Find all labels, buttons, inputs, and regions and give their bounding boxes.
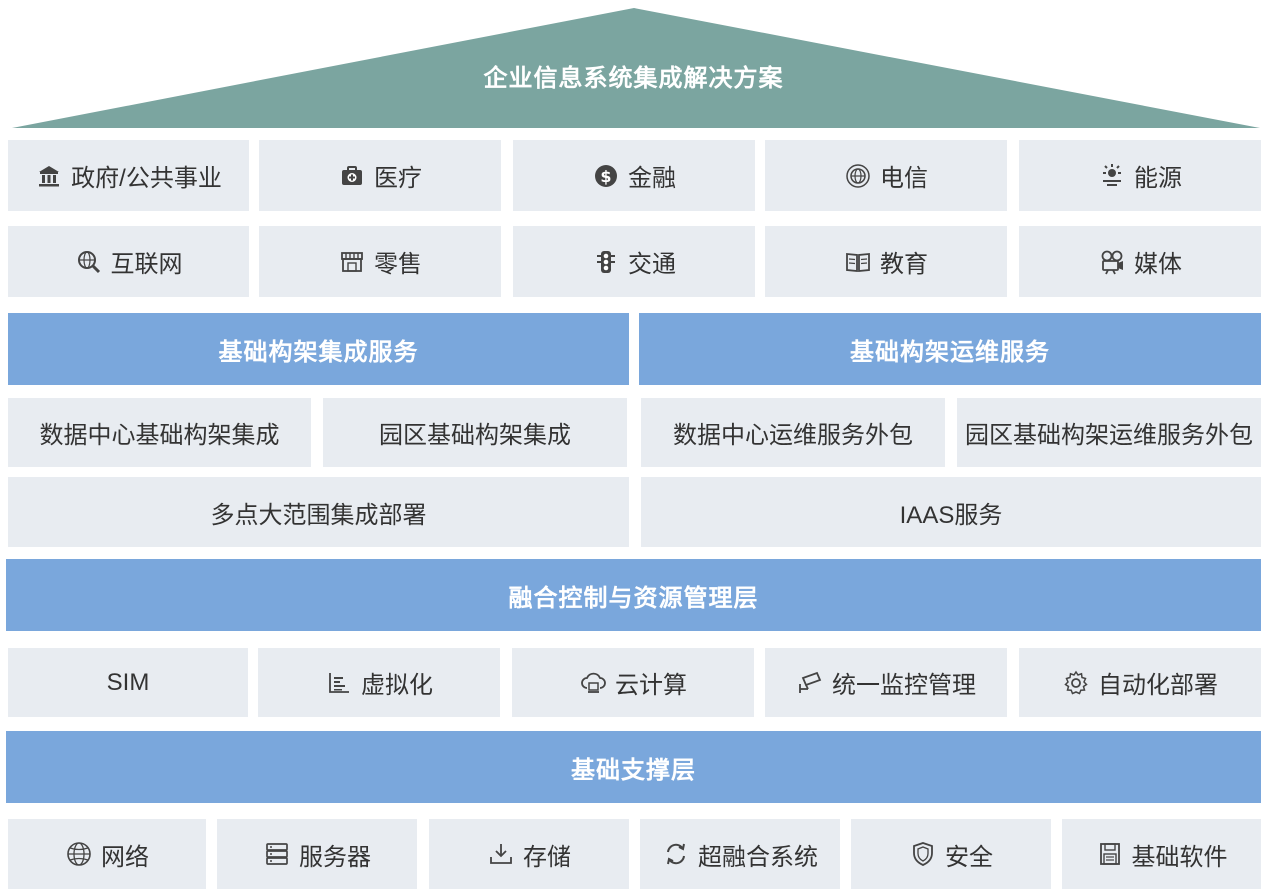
open-book-icon: [844, 248, 872, 276]
integration-services-header: 基础构架集成服务: [8, 313, 629, 385]
globe-signal-icon: [844, 162, 872, 190]
base-label: 网络: [101, 843, 149, 871]
industry-retail[interactable]: 零售: [259, 226, 501, 297]
industry-education[interactable]: 教育: [765, 226, 1007, 297]
medical-kit-icon: [338, 162, 366, 190]
base-label: 安全: [945, 843, 993, 871]
industry-label: 交通: [628, 251, 676, 278]
base-layer-header: 基础支撑层: [6, 731, 1261, 803]
industry-label: 互联网: [110, 251, 183, 278]
industry-telecom[interactable]: 电信: [765, 140, 1007, 211]
base-label: 超融合系统: [698, 843, 818, 871]
base-label: 服务器: [299, 843, 371, 871]
security-camera-icon: [796, 669, 824, 697]
industry-media[interactable]: 媒体: [1019, 226, 1261, 297]
base-hyperconverged[interactable]: 超融合系统: [640, 819, 840, 889]
control-label: 自动化部署: [1098, 672, 1218, 699]
sun-energy-icon: [1098, 162, 1126, 190]
industry-medical[interactable]: 医疗: [259, 140, 501, 211]
industry-label: 教育: [880, 251, 928, 278]
solution-title: 企业信息系统集成解决方案: [483, 65, 784, 92]
industry-label: 政府/公共事业: [71, 165, 222, 192]
cloud-computer-icon: [579, 669, 607, 697]
traffic-light-icon: [592, 248, 620, 276]
base-label: 存储: [523, 843, 571, 871]
industry-label: 能源: [1134, 165, 1182, 192]
bar-chart-icon: [325, 669, 353, 697]
base-server[interactable]: 服务器: [217, 819, 417, 889]
film-camera-icon: [1098, 248, 1126, 276]
download-tray-icon: [487, 840, 515, 868]
control-sim[interactable]: SIM: [8, 648, 248, 717]
industry-label: 金融: [628, 165, 676, 192]
base-security[interactable]: 安全: [851, 819, 1051, 889]
control-label: SIM: [106, 668, 150, 696]
industry-label: 媒体: [1134, 251, 1182, 278]
roof-triangle: [12, 8, 1260, 128]
globe-search-icon: [75, 248, 103, 276]
industry-finance[interactable]: $ 金融: [513, 140, 755, 211]
service-multi-site-deployment[interactable]: 多点大范围集成部署: [8, 477, 629, 547]
control-virtualization[interactable]: 虚拟化: [258, 648, 500, 717]
government-building-icon: [35, 162, 63, 190]
svg-text:$: $: [600, 167, 611, 186]
control-label: 虚拟化: [361, 672, 433, 699]
control-unified-monitoring[interactable]: 统一监控管理: [765, 648, 1007, 717]
industry-label: 医疗: [374, 165, 422, 192]
control-label: 云计算: [615, 672, 687, 699]
industry-energy[interactable]: 能源: [1019, 140, 1261, 211]
service-dc-ops-outsourcing[interactable]: 数据中心运维服务外包: [641, 398, 945, 467]
service-dc-integration[interactable]: 数据中心基础构架集成: [8, 398, 311, 467]
floppy-disk-icon: [1096, 840, 1124, 868]
shield-icon: [909, 840, 937, 868]
base-storage[interactable]: 存储: [429, 819, 629, 889]
control-layer-header: 融合控制与资源管理层: [6, 559, 1261, 631]
service-campus-ops-outsourcing[interactable]: 园区基础构架运维服务外包: [957, 398, 1261, 467]
base-software[interactable]: 基础软件: [1062, 819, 1261, 889]
server-rack-icon: [263, 840, 291, 868]
industry-label: 电信: [880, 165, 928, 192]
globe-icon: [65, 840, 93, 868]
dollar-coin-icon: $: [592, 162, 620, 190]
base-label: 基础软件: [1131, 843, 1228, 871]
industry-internet[interactable]: 互联网: [8, 226, 249, 297]
storefront-icon: [338, 248, 366, 276]
control-cloud-computing[interactable]: 云计算: [512, 648, 754, 717]
service-campus-integration[interactable]: 园区基础构架集成: [323, 398, 627, 467]
industry-label: 零售: [374, 251, 422, 278]
roof-shape: [12, 8, 1260, 128]
industry-government[interactable]: 政府/公共事业: [8, 140, 249, 211]
service-iaas[interactable]: IAAS服务: [641, 477, 1261, 547]
control-label: 统一监控管理: [832, 672, 976, 699]
gear-icon: [1062, 669, 1090, 697]
ops-services-header: 基础构架运维服务: [639, 313, 1261, 385]
control-auto-deployment[interactable]: 自动化部署: [1019, 648, 1261, 717]
base-network[interactable]: 网络: [8, 819, 206, 889]
industry-transport[interactable]: 交通: [513, 226, 755, 297]
refresh-icon: [662, 840, 690, 868]
